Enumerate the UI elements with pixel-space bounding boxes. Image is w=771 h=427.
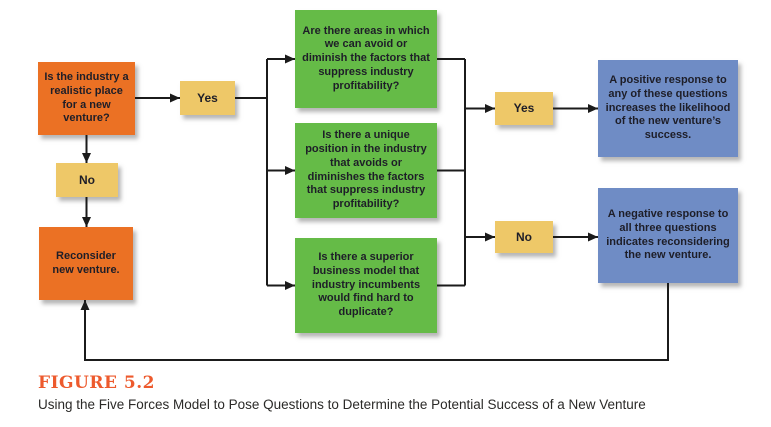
figure-caption-block: FIGURE 5.2 Using the Five Forces Model t… bbox=[38, 373, 758, 412]
node-question-2-text: Is there a unique position in the indust… bbox=[305, 129, 427, 210]
node-reconsider-text: Reconsider new venture. bbox=[52, 249, 120, 276]
node-question-3-text: Is there a superior business model that … bbox=[311, 251, 421, 319]
connector-questions-trunk-right bbox=[437, 58, 466, 287]
node-question-3: Is there a superior business model that … bbox=[295, 238, 437, 333]
node-yes-right: Yes bbox=[495, 92, 553, 125]
node-positive-outcome: A positive response to any of these ques… bbox=[598, 60, 738, 157]
node-no-left: No bbox=[56, 163, 118, 197]
node-question-1: Are there areas in which we can avoid or… bbox=[295, 10, 437, 108]
node-negative-outcome: A negative response to all three questio… bbox=[598, 188, 738, 283]
node-negative-outcome-text: A negative response to all three questio… bbox=[606, 208, 730, 262]
node-reconsider: Reconsider new venture. bbox=[39, 227, 133, 300]
node-question-2: Is there a unique position in the indust… bbox=[295, 123, 437, 218]
node-yes-left: Yes bbox=[180, 81, 235, 115]
node-start-question: Is the industry a realistic place for a … bbox=[38, 62, 135, 135]
node-yes-left-text: Yes bbox=[197, 90, 218, 105]
node-start-question-text: Is the industry a realistic place for a … bbox=[44, 71, 129, 125]
node-yes-right-text: Yes bbox=[513, 101, 535, 115]
node-no-right: No bbox=[495, 221, 553, 253]
node-no-left-text: No bbox=[79, 172, 95, 187]
node-no-right-text: No bbox=[516, 229, 532, 244]
figure-label: FIGURE 5.2 bbox=[38, 373, 155, 393]
figure-caption: Using the Five Forces Model to Pose Ques… bbox=[38, 397, 646, 412]
connector-yes-trunk-left bbox=[235, 59, 268, 286]
node-question-1-text: Are there areas in which we can avoid or… bbox=[302, 24, 430, 92]
node-positive-outcome-text: A positive response to any of these ques… bbox=[605, 74, 731, 142]
